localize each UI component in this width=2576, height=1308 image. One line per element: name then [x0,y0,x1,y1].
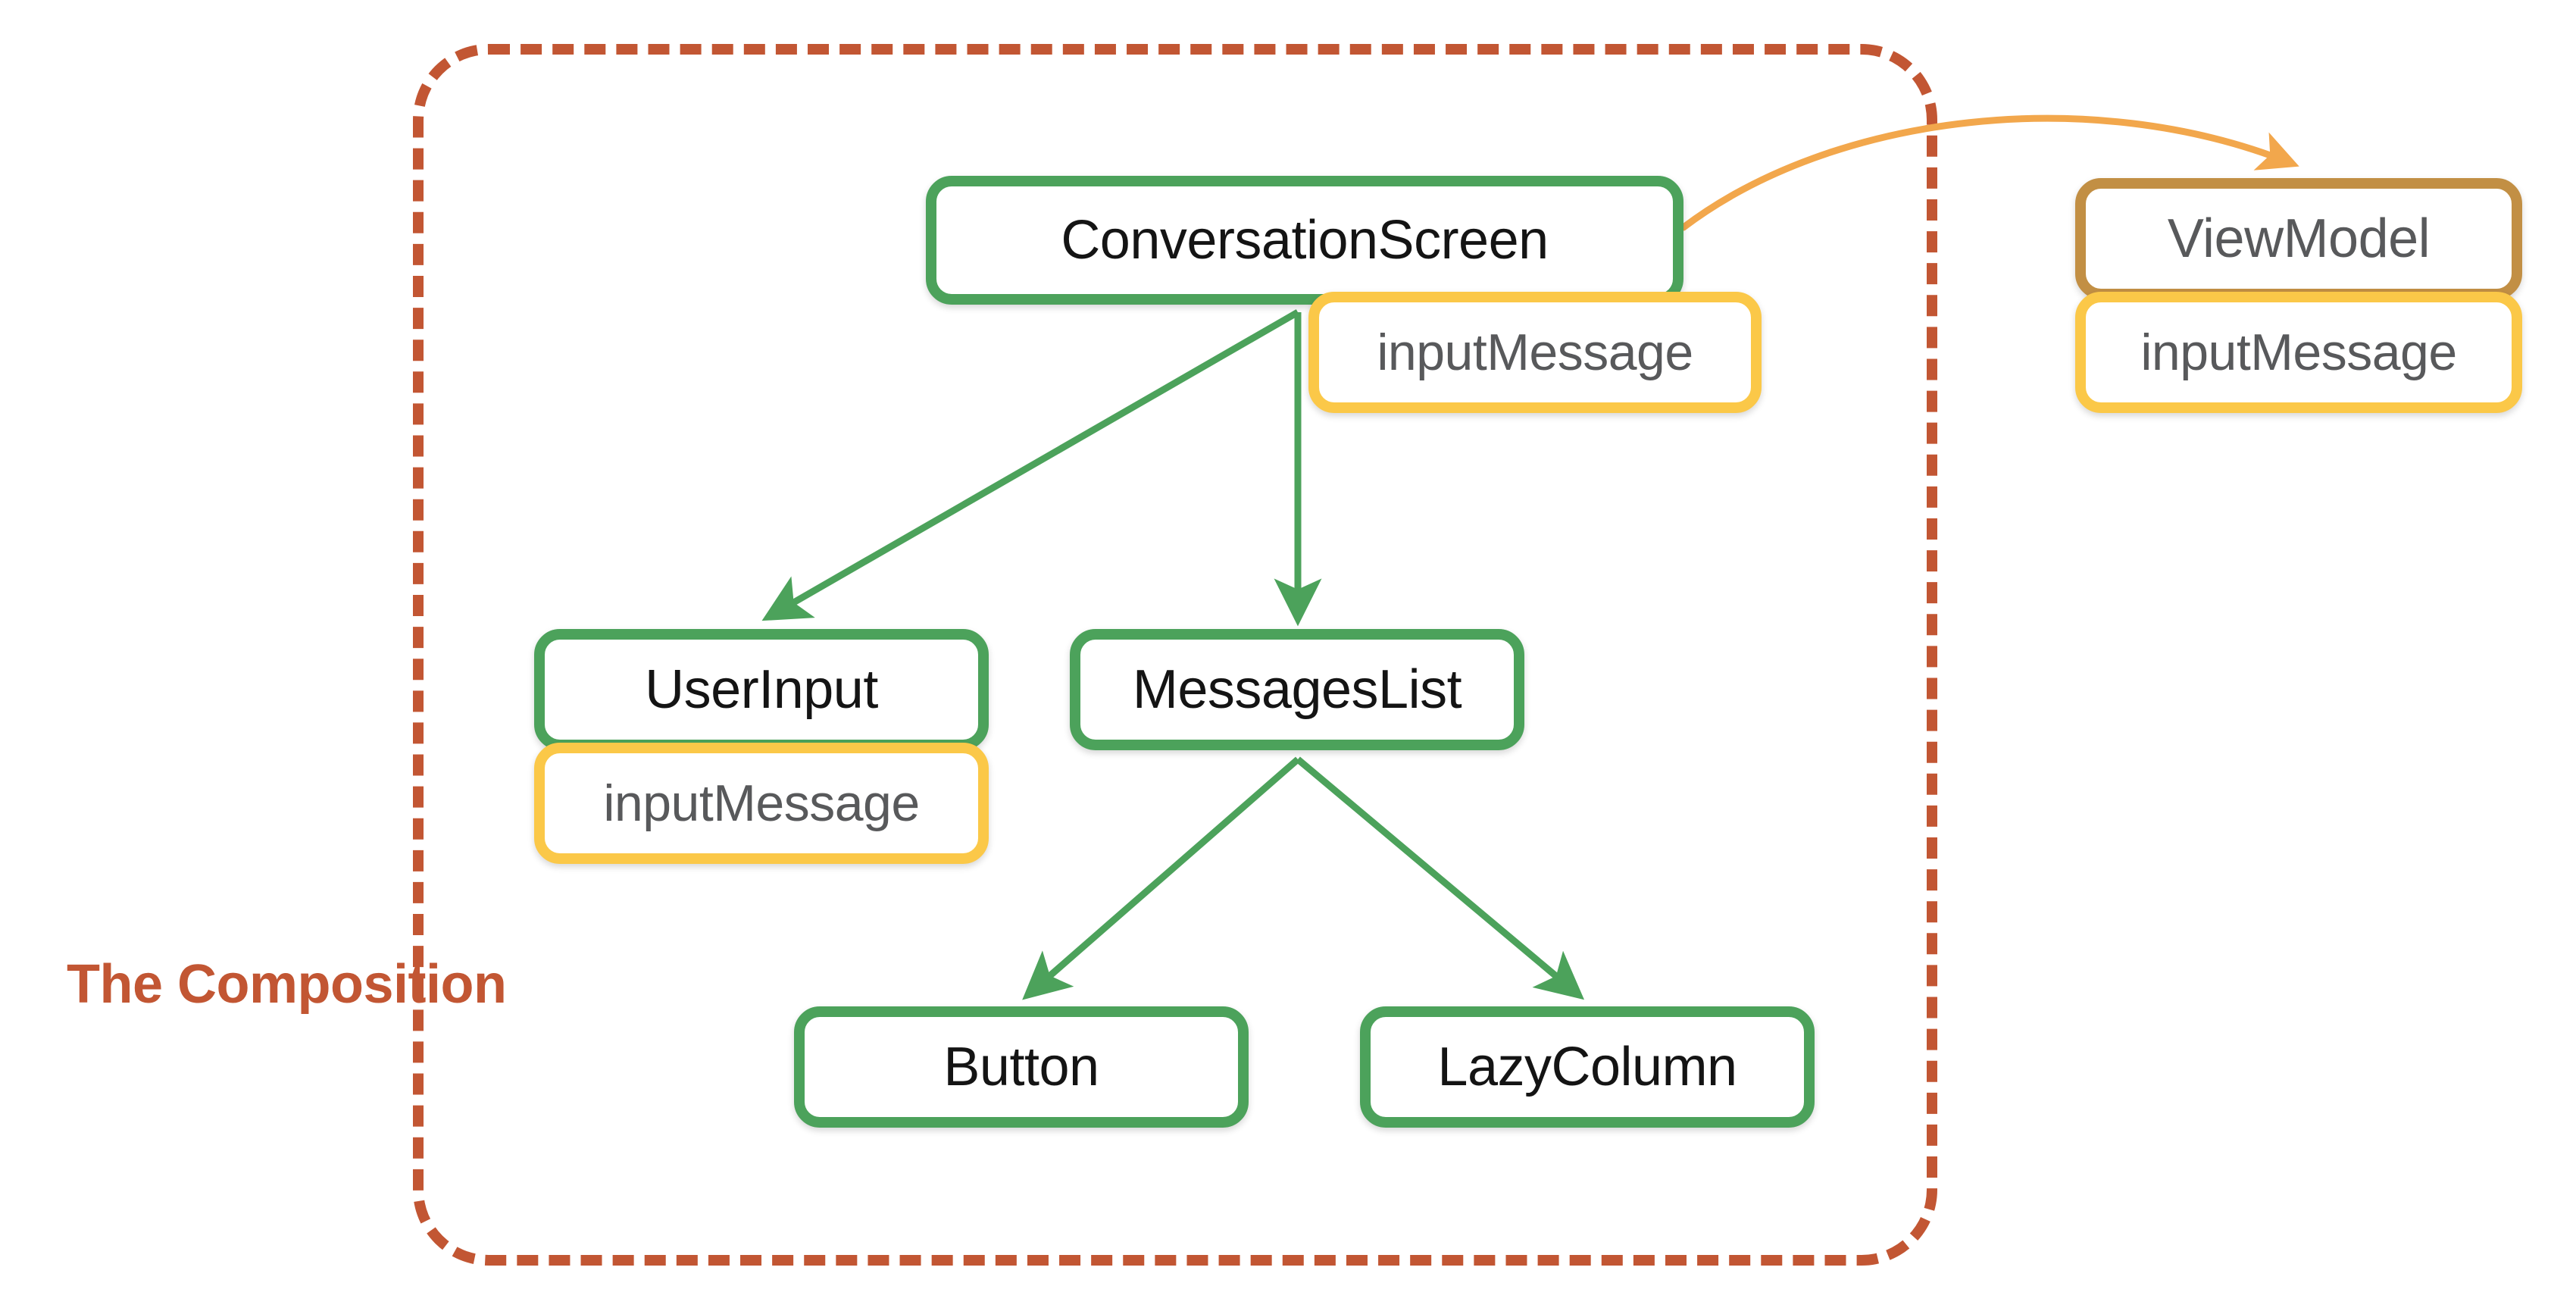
node-viewmodel[interactable]: ViewModel [2075,178,2522,299]
composition-boundary [413,44,1937,1266]
node-lazycolumn-label: LazyColumn [1437,1037,1737,1097]
node-messageslist-label: MessagesList [1132,659,1462,720]
composition-title: The Composition [67,954,507,1015]
node-lazycolumn[interactable]: LazyColumn [1360,1006,1815,1128]
node-viewmodel-state-inputmessage[interactable]: inputMessage [2075,292,2522,413]
node-userinput-state-inputmessage[interactable]: inputMessage [534,743,989,864]
node-button-label: Button [943,1037,1099,1097]
node-messageslist[interactable]: MessagesList [1070,629,1524,750]
node-conversationscreen[interactable]: ConversationScreen [926,176,1683,305]
node-userinput-state-label: inputMessage [603,774,920,832]
node-userinput[interactable]: UserInput [534,629,989,750]
node-conversationscreen-state-label: inputMessage [1377,324,1693,381]
node-button[interactable]: Button [794,1006,1249,1128]
node-conversationscreen-label: ConversationScreen [1061,210,1549,271]
node-userinput-label: UserInput [645,659,878,720]
node-viewmodel-state-label: inputMessage [2140,324,2457,381]
node-conversationscreen-state-inputmessage[interactable]: inputMessage [1308,292,1762,413]
node-viewmodel-label: ViewModel [2167,208,2431,269]
